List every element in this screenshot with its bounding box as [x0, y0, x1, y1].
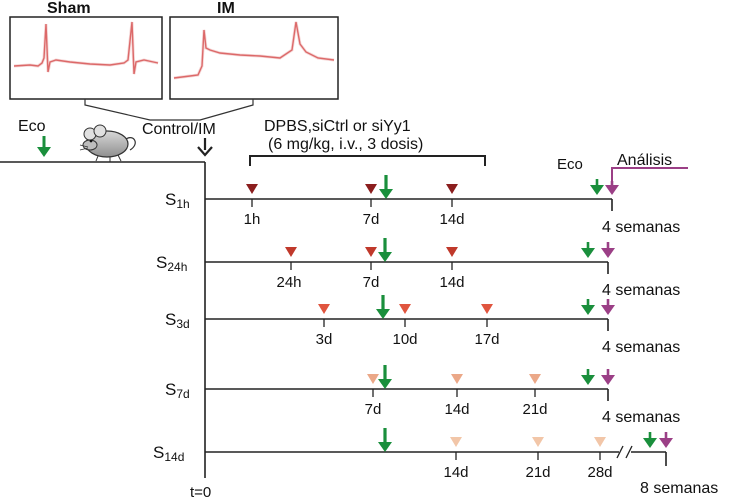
- analysis-arrow: [659, 432, 673, 448]
- dose-label: 14d: [444, 401, 469, 418]
- axis-break-icon: [616, 445, 633, 459]
- row-label: S14d: [153, 443, 184, 464]
- dose-marker-2: [532, 437, 544, 447]
- im-ecg-trace: [173, 21, 335, 79]
- dose-marker-2: [399, 304, 411, 314]
- dose-label: 14d: [443, 464, 468, 481]
- dose-label: 14d: [439, 211, 464, 228]
- analysis-arrow: [601, 299, 615, 315]
- analysis-arrow: [601, 242, 615, 258]
- analysis-arrow: [605, 181, 619, 195]
- dose-marker-1: [285, 247, 297, 257]
- dose-marker-3: [446, 247, 458, 257]
- eco-arrow-end: [581, 299, 595, 315]
- eco-arrow-end: [581, 369, 595, 385]
- dose-label: 28d: [587, 464, 612, 481]
- eco-arrow-mid: [376, 295, 390, 319]
- analysis-label: Análisis: [617, 152, 672, 169]
- dose-label: 21d: [525, 464, 550, 481]
- end-label: 4 semanas: [602, 282, 680, 299]
- analysis-line: [611, 167, 688, 182]
- row-s7d: S7d 7d 14d 21d 4 semanas: [165, 380, 680, 426]
- sham-ecg-panel: Sham: [9, 0, 163, 100]
- row-label: S7d: [165, 380, 190, 401]
- dose-label: 3d: [316, 331, 333, 348]
- row-s3d: S3d 3d 10d 17d 4 semanas: [165, 310, 680, 356]
- control-im-label: Control/IM: [142, 121, 216, 138]
- end-label: 4 semanas: [602, 219, 680, 236]
- dose-label: 7d: [365, 401, 382, 418]
- row-s14d: S14d 14d 21d 28d 8 semanas: [153, 443, 718, 497]
- eco-arrow-mid: [379, 175, 393, 199]
- row-label: S3d: [165, 310, 190, 331]
- eco-arrow-mid: [378, 428, 392, 452]
- end-label: 4 semanas: [602, 409, 680, 426]
- end-label: 4 semanas: [602, 339, 680, 356]
- dose-label: 1h: [244, 211, 261, 228]
- dose-label: 7d: [363, 274, 380, 291]
- dose-label: 10d: [392, 331, 417, 348]
- row-label: S24h: [156, 253, 187, 274]
- eco-label-left: Eco: [18, 118, 46, 135]
- dose-marker-3: [529, 374, 541, 384]
- eco-label-right: Eco: [557, 156, 583, 173]
- mouse-icon: [79, 124, 136, 162]
- dose-label: 17d: [474, 331, 499, 348]
- dose-marker-2: [451, 374, 463, 384]
- row-s24h: S24h 24h 7d 14d 4 semanas: [156, 253, 680, 299]
- dose-marker-1: [450, 437, 462, 447]
- dose-marker-2: [365, 247, 377, 257]
- panel-bracket: [84, 99, 254, 121]
- eco-arrow-left: [37, 136, 51, 157]
- eco-arrow-end: [643, 432, 657, 448]
- im-ecg-panel: IM: [169, 0, 339, 100]
- treatment-line2: (6 mg/kg, i.v., 3 dosis): [268, 136, 423, 153]
- treatment-line1: DPBS,siCtrl or siYy1: [264, 118, 411, 135]
- eco-arrow-mid: [378, 365, 392, 389]
- dose-marker-1: [367, 374, 379, 384]
- dose-label: 21d: [522, 401, 547, 418]
- dose-label: 14d: [439, 274, 464, 291]
- end-label: 8 semanas: [640, 480, 718, 497]
- eco-arrow-end: [590, 179, 604, 195]
- dose-marker-1: [246, 184, 258, 194]
- sham-title: Sham: [47, 0, 91, 17]
- dose-marker-2: [365, 184, 377, 194]
- sham-ecg-trace: [13, 21, 159, 75]
- dose-label: 24h: [276, 274, 301, 291]
- dose-marker-3: [481, 304, 493, 314]
- row-label: S1h: [165, 190, 190, 211]
- dose-label: 7d: [363, 211, 380, 228]
- eco-arrow-end: [581, 242, 595, 258]
- control-arrow: [197, 138, 213, 157]
- im-title: IM: [217, 0, 235, 17]
- dose-marker-3: [446, 184, 458, 194]
- row-s1h: S1h 1h 7d 14d 4 semanas: [165, 190, 680, 236]
- analysis-arrow: [601, 369, 615, 385]
- dose-marker-1: [318, 304, 330, 314]
- dose-marker-3: [594, 437, 606, 447]
- treatment-bracket: [249, 155, 486, 166]
- eco-arrow-mid: [378, 238, 392, 262]
- t0-label: t=0: [190, 484, 211, 500]
